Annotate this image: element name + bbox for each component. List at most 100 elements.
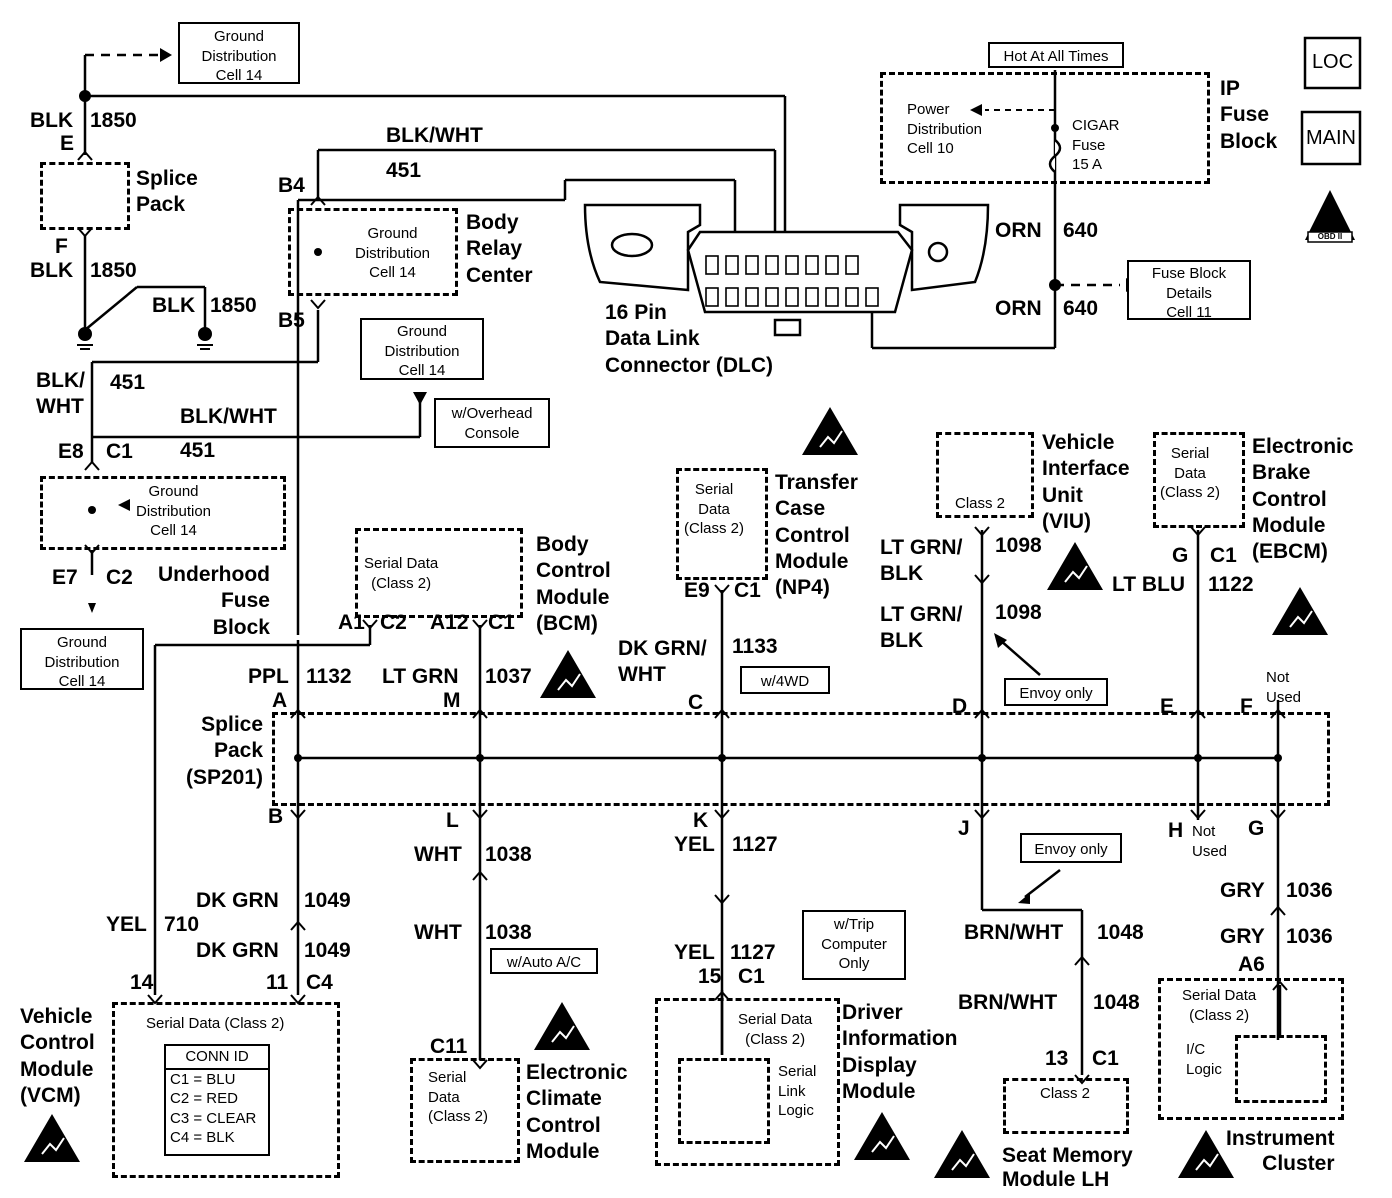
wire-color-wht: WHT [36,395,84,418]
pin-E: E [1160,695,1175,718]
conn-id-header: CONN ID [166,1046,268,1070]
loc-icon: LOC [1311,51,1354,73]
pin-M: M [443,689,461,712]
pin-A6: A6 [1238,953,1265,976]
serial-link-logic-label: Serial Link Logic [778,1063,817,1119]
did-serial-label: Serial Data (Class 2) [738,1011,813,1048]
circuit-1038-1: 1038 [485,843,532,866]
did-inner-outline [678,1058,770,1144]
esd-warning-icon [540,650,596,698]
ebcm-label: Electronic Brake Control Module (EBCM) [1252,435,1354,563]
wire-color-orn-2: ORN [995,297,1042,320]
esd-warning-icon [1047,542,1103,590]
sp201-outline [272,712,1330,806]
underhood-fuse-outline [40,476,286,550]
circuit-1127-2: 1127 [730,941,776,964]
pin-H: H [1168,819,1184,842]
pin-C1-a12: C1 [488,611,515,634]
pin-B4: B4 [278,174,305,197]
circuit-451-top: 451 [386,159,422,182]
dlc-connector-drawing [583,203,990,337]
circuit-1048-1: 1048 [1097,921,1144,944]
pin-J: J [958,817,970,840]
pin-C2-e7: C2 [106,566,133,589]
wire-color-brn-wht-2: BRN/WHT [958,991,1058,1014]
seat-memory-label: Seat Memory Module LH [1002,1144,1133,1192]
viu-label: Vehicle Interface Unit (VIU) [1042,431,1130,533]
circuit-1127-1: 1127 [732,833,778,856]
wire-color-dk-grn-1: DK GRN [196,889,279,912]
tccm-outline [676,468,768,580]
vcm-serial-label: Serial Data (Class 2) [146,1015,285,1032]
tccm-serial-label: Serial Data (Class 2) [684,481,745,537]
circuit-1036-2: 1036 [1286,925,1333,948]
bcm-label: Body Control Module (BCM) [536,533,611,635]
pin-15: 15 [698,965,722,988]
w4wd-box: w/4WD [740,666,830,694]
circuit-451-mid: 451 [180,439,216,462]
conn-id-table: CONN ID C1 = BLU C2 = RED C3 = CLEAR C4 … [164,1044,270,1156]
wire-color-wht-1: WHT [414,843,462,866]
wire-color-yel-vcm: YEL [106,913,147,936]
wire-color-blk-right: BLK [152,294,196,317]
circuit-1048-2: 1048 [1093,991,1140,1014]
pin-11: 11 [266,971,289,994]
trip-computer-box: w/Trip Computer Only [802,910,906,980]
wire-color-wht-2: WHT [414,921,462,944]
pin-E: E [60,132,75,155]
wire-color-lt-blu: LT BLU [1112,573,1186,596]
eccm-outline [410,1058,520,1163]
circuit-640-1: 640 [1063,219,1099,242]
viu-outline [936,432,1034,518]
conn-id-rows: C1 = BLU C2 = RED C3 = CLEAR C4 = BLK [170,1070,257,1147]
splice-pack-top-outline [40,162,130,230]
wire-color-orn-1: ORN [995,219,1042,242]
pin-A: A [272,689,288,712]
circuit-1133: 1133 [732,635,778,658]
wire-color-blk-wht-mid: BLK/WHT [180,405,277,428]
not-used-top: Not Used [1266,669,1302,706]
circuit-1049-1: 1049 [304,889,351,912]
wire-color-blk-mid: BLK [30,259,74,282]
circuit-1037: 1037 [485,665,532,688]
overhead-console-box: w/Overhead Console [434,398,550,448]
eccm-label: Electronic Climate Control Module [526,1061,628,1163]
did-outline [655,998,840,1166]
hot-at-all-times-box: Hot At All Times [988,42,1124,68]
ebcm-serial-label: Serial Data (Class 2) [1160,445,1221,501]
circuit-1036-1: 1036 [1286,879,1333,902]
pin-14: 14 [130,971,154,994]
wire-color-blk-slash: BLK/ [36,369,85,392]
ground-dist-top-box: Ground Distribution Cell 14 [178,22,300,84]
pin-D: D [952,695,968,718]
sp201-label: Splice Pack (SP201) [186,713,264,789]
wire-color-lt-grn-blk-2: LT GRN/ BLK [880,603,963,653]
pin-E8: E8 [58,440,84,463]
wire-color-gry-1: GRY [1220,879,1265,902]
tccm-label: Transfer Case Control Module (NP4) [775,471,858,599]
instrument-cluster-label: Instrument Cluster [1226,1127,1335,1176]
pin-E9: E9 [684,579,710,602]
ground-dist-uh-label: Ground Distribution Cell 14 [136,483,212,539]
dlc-label: 16 Pin Data Link Connector (DLC) [605,301,773,377]
circuit-1098-2: 1098 [995,601,1042,624]
pin-C1-did: C1 [738,965,765,988]
pin-C: C [688,691,704,714]
pin-C11: C11 [430,1035,468,1058]
circuit-640-2: 640 [1063,297,1099,320]
esd-warning-icon [1272,587,1328,635]
pin-A1: A1 [338,611,365,634]
underhood-fuse-label: Underhood Fuse Block [158,563,270,639]
pin-K: K [693,809,709,832]
pin-B5: B5 [278,309,305,332]
circuit-1850-mid: 1850 [90,259,137,282]
splice-pack-label: Splice Pack [136,167,198,217]
ip-fuse-block-label: IP Fuse Block [1220,77,1278,153]
wire-color-lt-grn-blk-1: LT GRN/ BLK [880,536,963,586]
envoy-only-box-1: Envoy only [1004,678,1108,706]
wire-color-dk-grn-2: DK GRN [196,939,279,962]
viu-class2-label: Class 2 [955,495,1006,512]
body-relay-center-label: Body Relay Center [466,211,533,287]
circuit-1132: 1132 [306,665,352,688]
